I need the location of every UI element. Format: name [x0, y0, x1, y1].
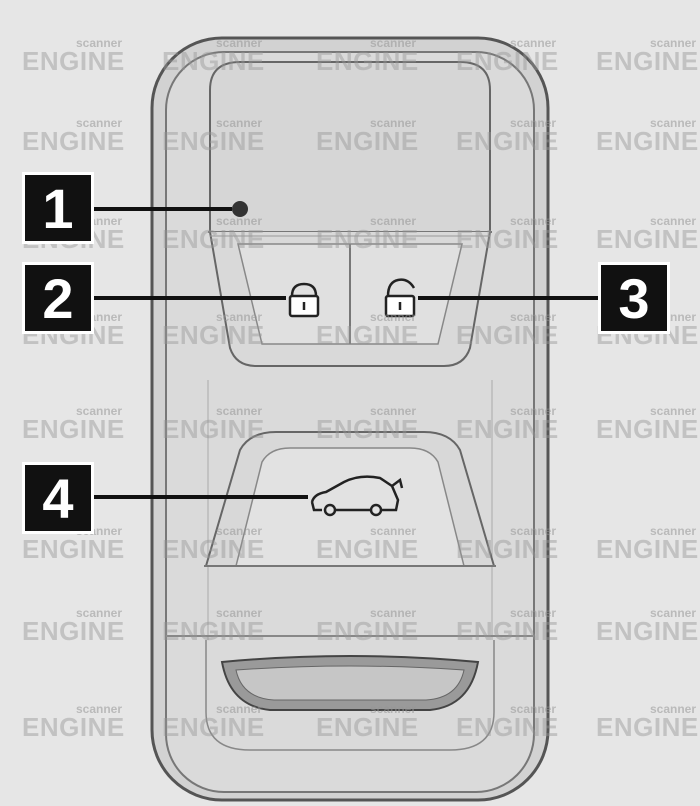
callout-4: 4 — [22, 462, 94, 534]
callout-1: 1 — [22, 172, 94, 244]
fob-top-cap — [209, 61, 491, 233]
lock-icon[interactable] — [288, 282, 320, 318]
callout-2-label: 2 — [42, 266, 74, 330]
callout-4-label: 4 — [42, 466, 74, 530]
trunk-button-bezel — [235, 447, 465, 567]
trunk-release-icon[interactable] — [310, 475, 404, 517]
callout-2: 2 — [22, 262, 94, 334]
callout-3: 3 — [598, 262, 670, 334]
lower-body-panel — [205, 640, 495, 751]
key-slot-inner — [235, 665, 465, 701]
callout-3-label: 3 — [618, 266, 650, 330]
unlock-icon[interactable] — [384, 278, 416, 318]
callout-1-label: 1 — [42, 176, 74, 240]
led-indicator-icon — [232, 201, 248, 217]
